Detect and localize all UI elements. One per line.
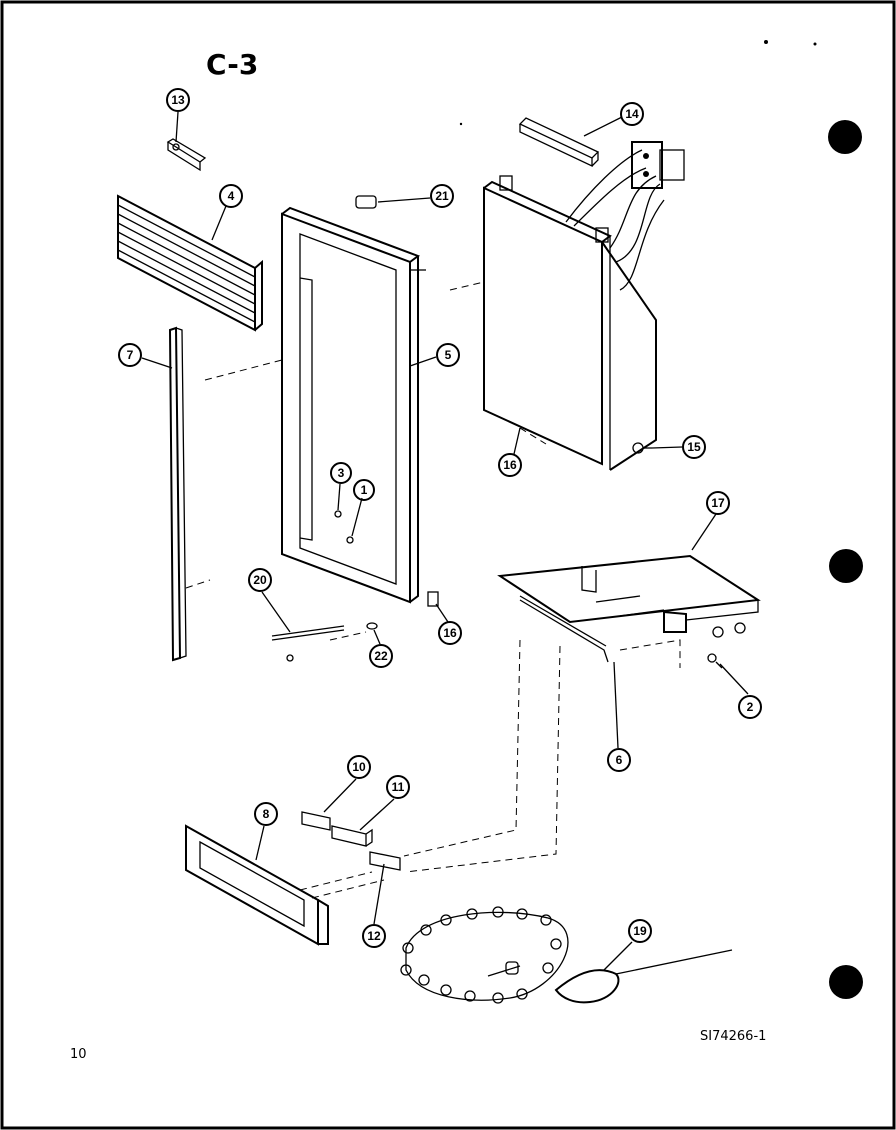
callout-22: 22 — [369, 644, 393, 668]
part-16-clip — [427, 591, 439, 607]
binder-hole-top — [828, 120, 862, 154]
callout-19: 19 — [628, 919, 652, 943]
part-11-block — [331, 825, 373, 847]
part-14-rail — [518, 117, 600, 168]
svg-text:15: 15 — [687, 440, 701, 454]
svg-text:12: 12 — [367, 929, 381, 943]
sheet-id: C-3 — [206, 48, 258, 81]
svg-text:1: 1 — [361, 483, 368, 497]
callout-5: 5 — [436, 343, 460, 367]
part-22-grommet — [366, 622, 378, 630]
part-8-panel — [185, 824, 329, 946]
svg-text:13: 13 — [171, 93, 185, 107]
drawing-number: SI74266-1 — [700, 1029, 766, 1044]
binder-hole-bottom — [829, 965, 863, 999]
part-7-strip — [168, 326, 187, 662]
svg-text:11: 11 — [392, 780, 405, 794]
callout-16-clip: 16 — [438, 621, 462, 645]
callout-12: 12 — [362, 924, 386, 948]
part-17-control-bracket — [497, 554, 761, 638]
part-2-screw — [707, 653, 723, 669]
part-1-clip — [346, 536, 354, 544]
svg-text:8: 8 — [263, 807, 270, 821]
part-15-screw — [632, 442, 652, 454]
part-5-front-frame — [281, 206, 426, 604]
callout-6: 6 — [607, 748, 631, 772]
part-10-block — [301, 811, 331, 831]
binder-hole-middle — [829, 549, 863, 583]
part-3-screw — [334, 510, 342, 518]
leader-lines — [141, 111, 749, 971]
svg-text:20: 20 — [253, 573, 267, 587]
svg-text:5: 5 — [445, 348, 452, 362]
callout-7: 7 — [118, 343, 142, 367]
callout-3: 3 — [330, 462, 352, 484]
svg-text:2: 2 — [747, 700, 754, 714]
speck — [764, 40, 768, 44]
svg-text:6: 6 — [616, 753, 623, 767]
callout-11: 11 — [386, 775, 410, 799]
callout-13: 13 — [166, 88, 190, 112]
callout-1: 1 — [353, 479, 375, 501]
speck — [459, 122, 463, 126]
part-19-thermostat-capillary — [400, 906, 733, 1004]
callout-20: 20 — [248, 568, 272, 592]
callout-2: 2 — [738, 695, 762, 719]
part-12-block — [369, 851, 401, 871]
callout-10: 10 — [347, 755, 371, 779]
part-16-duct-housing — [483, 149, 665, 471]
callout-16-housing: 16 — [498, 453, 522, 477]
part-14-terminal-block — [631, 141, 685, 189]
page-number: 10 — [70, 1047, 87, 1062]
part-6-lever — [519, 595, 609, 663]
part-4-grille — [117, 194, 263, 332]
callout-21: 21 — [430, 184, 454, 208]
svg-text:4: 4 — [228, 189, 235, 203]
callout-15: 15 — [682, 435, 706, 459]
speck — [813, 42, 817, 46]
svg-text:16: 16 — [443, 626, 457, 640]
callout-17: 17 — [706, 491, 730, 515]
svg-text:16: 16 — [503, 458, 517, 472]
part-21-fitting — [355, 195, 377, 209]
part-20-rod — [271, 625, 345, 662]
svg-text:22: 22 — [374, 649, 388, 663]
callout-8: 8 — [254, 802, 278, 826]
svg-text:7: 7 — [127, 348, 134, 362]
svg-text:17: 17 — [711, 496, 725, 510]
svg-text:10: 10 — [352, 760, 366, 774]
svg-text:3: 3 — [338, 466, 345, 480]
svg-text:21: 21 — [435, 189, 449, 203]
part-13-bracket — [166, 138, 207, 172]
assembly-lines — [185, 281, 681, 899]
svg-text:14: 14 — [625, 107, 639, 121]
callout-14: 14 — [620, 102, 644, 126]
svg-text:19: 19 — [633, 924, 647, 938]
callout-4: 4 — [219, 184, 243, 208]
